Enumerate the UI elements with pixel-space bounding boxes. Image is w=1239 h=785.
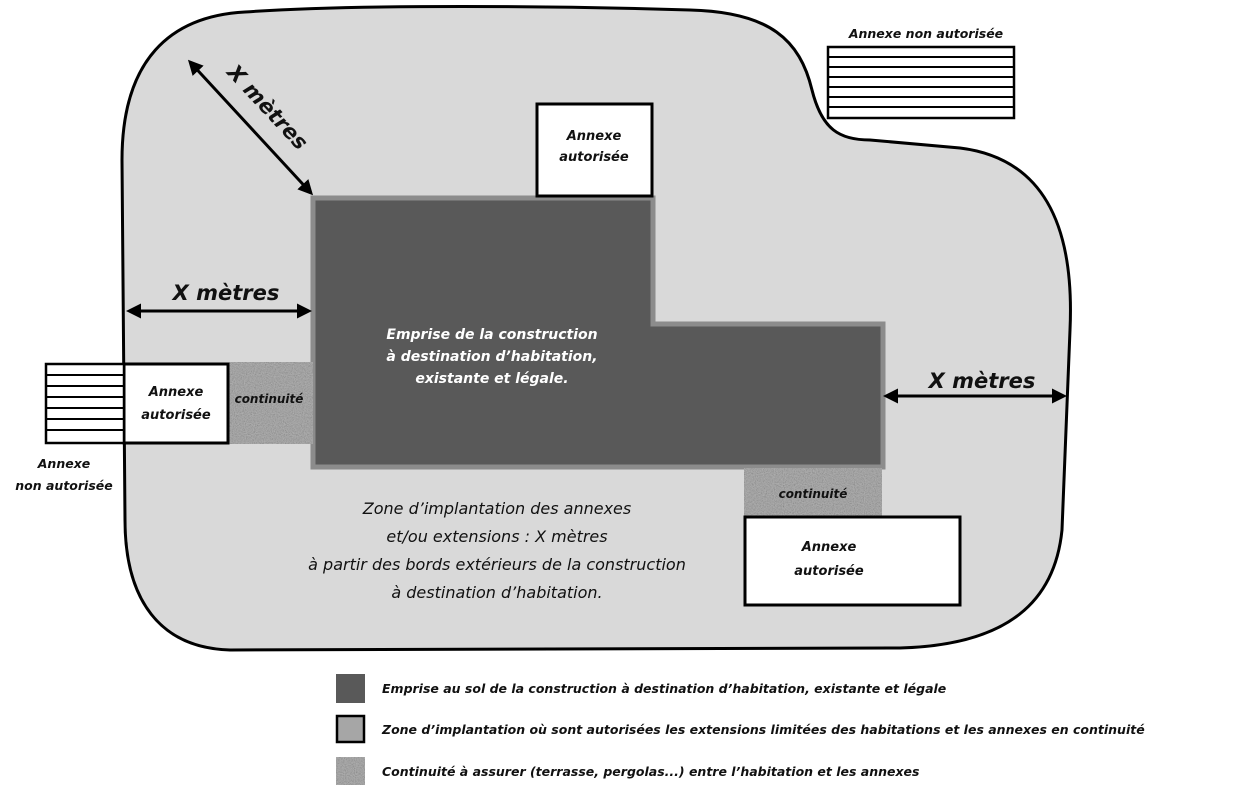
legend-label-continuity: Continuité à assurer (terrasse, pergolas… [382,764,919,779]
legend: Emprise au sol de la construction à dest… [335,674,1145,785]
legend-swatch-building [336,674,365,703]
continuite-label-left: continuité [235,392,304,406]
distance-label-right: X mètres [927,369,1036,393]
continuite-label-bottom: continuité [779,487,848,501]
zone-label-line: Zone d’implantation des annexes [362,499,631,518]
annexe-label-line: Annexe [148,385,204,400]
annexe-label-line: Annexe [566,129,622,144]
zone-label-line: à destination d’habitation. [391,583,602,602]
building-label: Emprise de la construction à destination… [386,327,597,387]
legend-swatch-zone [335,714,366,744]
annexe-non-autorisee-left-label: Annexe non autorisée [15,456,112,493]
legend-label-building: Emprise au sol de la construction à dest… [382,681,946,696]
building-label-line: existante et légale. [415,371,568,387]
annexe-autorisee-top-label: Annexe autorisée [559,129,629,165]
continuity-patch-bottom [744,468,882,516]
annexe-non-autorisee-top-hatch [826,45,1016,120]
annexe-label-line: autorisée [794,564,864,579]
continuity-patch-left [229,362,313,444]
annexe-label-line: non autorisée [15,478,112,493]
annexe-autorisee-bottom [743,515,962,607]
distance-label-left: X mètres [171,281,280,305]
building-footprint [310,195,886,470]
zone-label: Zone d’implantation des annexes et/ou ex… [308,499,686,602]
annexe-non-autorisee-left-hatch [44,362,126,445]
distance-arrow-diagonal [187,59,314,196]
annexe-non-autorisee-top-label: Annexe non autorisée [848,26,1003,41]
legend-swatch-continuity [336,757,365,785]
legend-label-zone: Zone d’implantation où sont autorisées l… [381,722,1145,737]
annexe-autorisee-top [535,102,654,198]
annexe-autorisee-bottom-label: Annexe autorisée [794,540,864,579]
annexe-label-line: autorisée [141,408,211,423]
annexe-label-line: autorisée [559,150,629,165]
annexe-label-line: Annexe [801,540,857,555]
annexe-autorisee-left [122,362,230,445]
annexe-autorisee-left-label: Annexe autorisée [141,385,211,423]
zone-label-line: et/ou extensions : X mètres [386,527,607,546]
building-label-line: à destination d’habitation, [386,349,597,365]
annexe-label-line: Annexe [37,456,91,471]
zone-label-line: à partir des bords extérieurs de la cons… [308,555,686,574]
building-label-line: Emprise de la construction [386,327,597,343]
